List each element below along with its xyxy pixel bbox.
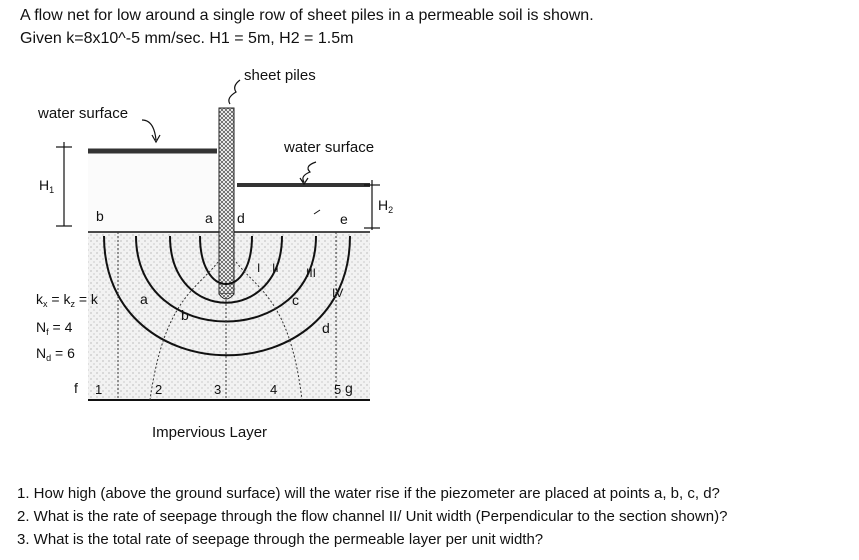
permeability-label: kx = kz = k (36, 291, 99, 309)
equipotential-label-4: 4 (270, 382, 277, 397)
flow-lines (103, 235, 351, 357)
water-surface-left-label: water surface (37, 105, 128, 122)
impervious-layer-label: Impervious Layer (152, 424, 267, 441)
equipotential-label-5: 5 (334, 382, 341, 397)
flow-point-b-label: b (181, 307, 189, 323)
sheet-piles-label: sheet piles (244, 67, 316, 84)
water-surface-left-arrow (141, 119, 161, 144)
equipotential-line-2 (149, 261, 219, 401)
equipotential-line-4 (235, 261, 303, 401)
point-b-top-label: b (96, 208, 104, 224)
question-list: 1. How high (above the ground surface) w… (17, 482, 727, 551)
channel-3-label: III (306, 266, 316, 280)
channel-1-label: I (257, 261, 260, 275)
flow-net-figure: sheet piles water surface water surface … (36, 67, 393, 441)
equipotential-lines (117, 232, 337, 401)
h2-label: H2 (378, 197, 393, 215)
flow-line-2 (169, 235, 283, 304)
question-2: 2. What is the rate of seepage through t… (17, 508, 728, 525)
sheet-pile-tip (218, 293, 235, 300)
sheet-piles-arrow (228, 79, 241, 105)
point-e-label: e (340, 211, 348, 227)
sheet-pile (218, 107, 235, 295)
water-surface-right-label: water surface (283, 139, 374, 156)
intro-line-2: Given k=8x10^-5 mm/sec. H1 = 5m, H2 = 1.… (20, 30, 354, 47)
equipotential-label-1: 1 (95, 382, 102, 397)
potential-drops-label: Nd = 6 (36, 345, 75, 363)
equipotential-label-2: 2 (155, 382, 162, 397)
flow-channels-label: Nf = 4 (36, 319, 73, 337)
flow-point-d-label: d (322, 320, 330, 336)
h1-dimension (56, 142, 72, 227)
water-surface-right-arrow (299, 161, 317, 186)
flow-line-1 (199, 235, 253, 285)
question-3: 3. What is the total rate of seepage thr… (17, 531, 544, 548)
channel-2-label: II (272, 261, 279, 275)
point-f-label: f (74, 380, 78, 396)
problem-statement: A flow net for low around a single row o… (20, 4, 594, 50)
flow-point-c-label: c (292, 292, 299, 308)
intro-line-1: A flow net for low around a single row o… (20, 7, 594, 24)
h1-label: H1 (39, 177, 54, 195)
left-water-body (88, 149, 217, 232)
point-d-top-label: d (237, 210, 245, 226)
flow-line-4 (103, 235, 351, 357)
equipotential-label-3: 3 (214, 382, 221, 397)
h2-dimension (364, 180, 380, 230)
question-1: 1. How high (above the ground surface) w… (17, 485, 720, 502)
point-a-top-label: a (205, 210, 213, 226)
flow-point-a-label: a (140, 291, 148, 307)
point-g-label: g (345, 380, 353, 396)
point-e-arrow (313, 209, 321, 215)
channel-4-label: IV (332, 286, 343, 300)
